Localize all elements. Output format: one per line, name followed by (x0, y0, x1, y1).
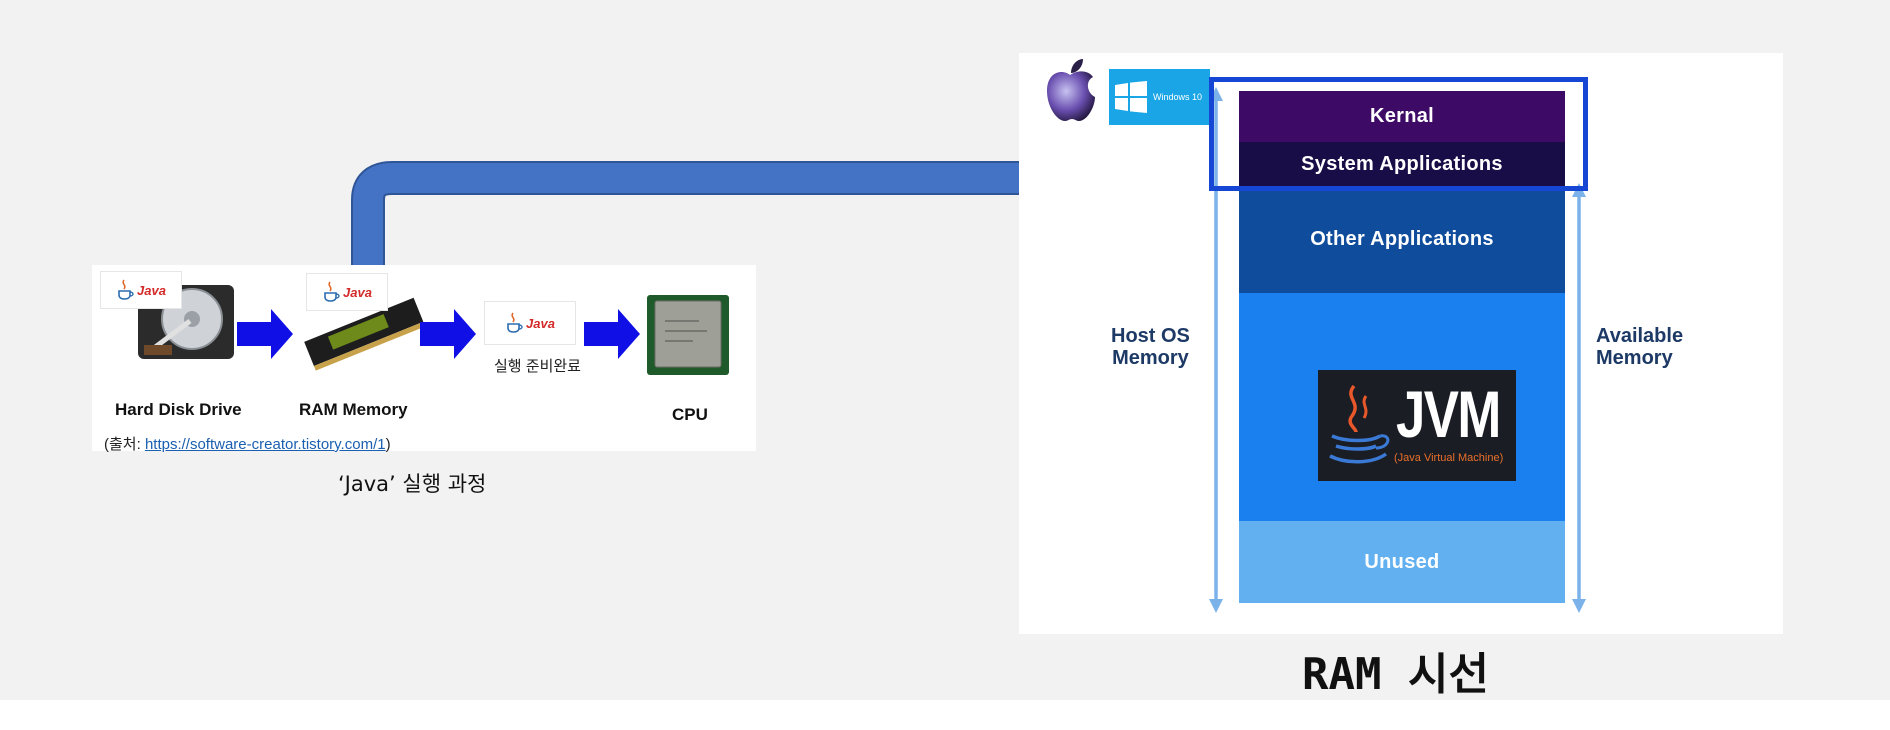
step-label-hdd: Hard Disk Drive (115, 400, 242, 420)
cpu-image (645, 293, 731, 377)
source-link[interactable]: https://software-creator.tistory.com/1 (145, 436, 386, 453)
flow-arrow (237, 309, 293, 359)
java-badge: Java (100, 271, 182, 309)
host-os-memory-label: Host OS Memory (1111, 325, 1190, 369)
available-memory-label: Available Memory (1596, 325, 1683, 369)
memory-panel: Windows 10 Kernal System Applications Ot… (1019, 53, 1783, 634)
java-badge-label: Java (343, 285, 372, 300)
java-cup-icon (322, 281, 340, 303)
jvm-logo: JVM (Java Virtual Machine) (1318, 370, 1516, 481)
step-label-cpu: CPU (672, 405, 708, 425)
process-caption: ‘Java’ 실행 과정 (338, 468, 486, 498)
ram-title: RAM 시선 (1302, 638, 1489, 702)
available-memory-arrow (1572, 183, 1586, 613)
java-cup-icon (116, 279, 134, 301)
slide-canvas: Java Java (0, 0, 1890, 700)
step-label-ram: RAM Memory (299, 400, 408, 420)
segment-other-applications: Other Applications (1239, 186, 1565, 293)
windows-logo: Windows 10 (1109, 69, 1210, 125)
source-prefix: (출처: (104, 436, 145, 453)
windows-label: Windows 10 (1153, 92, 1202, 102)
jvm-word: JVM (1396, 376, 1500, 452)
java-badge: Java (484, 301, 576, 345)
java-cup-icon (505, 312, 523, 334)
flow-arrow (584, 309, 640, 359)
jvm-subtitle: (Java Virtual Machine) (1394, 452, 1503, 464)
source-suffix: ) (386, 436, 391, 453)
ready-label: 실행 준비완료 (494, 355, 581, 376)
apple-logo-icon (1043, 57, 1097, 123)
java-badge-label: Java (137, 283, 166, 298)
java-steam-cup-icon (1326, 384, 1392, 466)
highlight-box (1209, 77, 1588, 191)
source-credit: (출처: https://software-creator.tistory.co… (104, 433, 391, 454)
java-badge-label: Java (526, 316, 555, 331)
java-process-panel: Java Java (92, 265, 756, 451)
java-badge: Java (306, 273, 388, 311)
flow-arrow (420, 309, 476, 359)
windows-icon (1115, 81, 1147, 113)
segment-unused: Unused (1239, 521, 1565, 603)
